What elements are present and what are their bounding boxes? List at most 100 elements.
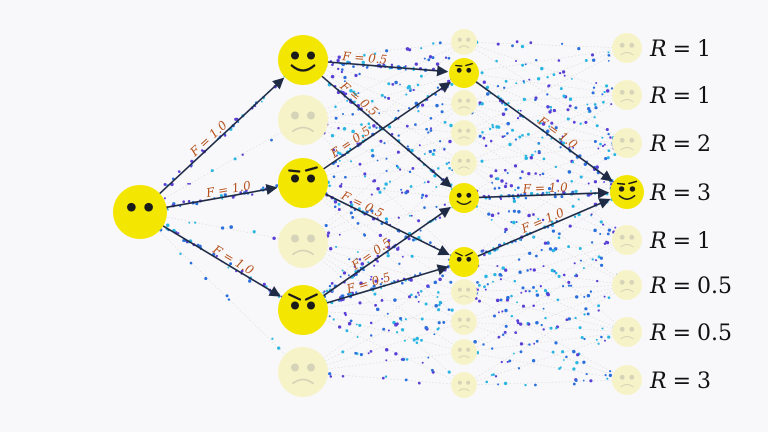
flow-particle (428, 55, 433, 59)
flow-particle (195, 202, 199, 206)
flow-particle (528, 251, 532, 256)
faint-edge (139, 211, 304, 373)
flow-particle (557, 236, 561, 240)
flow-particle (540, 323, 543, 327)
flow-particle (587, 107, 591, 111)
flow-particle (405, 358, 409, 361)
flow-particle (500, 179, 504, 183)
flow-particle (595, 165, 599, 169)
faint-edge (463, 239, 628, 293)
flow-particle (518, 135, 522, 139)
faint-edge (463, 197, 628, 241)
flow-particle (519, 322, 523, 326)
flow-particle (344, 175, 347, 179)
reward-label-7: R=3 (649, 369, 711, 394)
flow-edge-root-to-l1-2 (166, 183, 278, 209)
flow-particle (507, 210, 511, 213)
flow-particle (400, 319, 403, 322)
flow-particle (187, 199, 191, 203)
flow-particle (550, 220, 554, 224)
flow-particle (336, 164, 340, 168)
flow-particle (572, 146, 575, 149)
flow-label-l2-1-to-leaf-3: F = 1.0 (535, 113, 581, 152)
flow-particle (386, 254, 390, 258)
flow-particle (501, 333, 505, 336)
flow-particle (380, 93, 384, 97)
flow-particle (587, 111, 590, 113)
flow-particle (441, 103, 444, 106)
flow-particle (378, 190, 382, 194)
flow-particle (592, 86, 596, 89)
flow-particle (506, 295, 510, 300)
face-leaf-7-faded (612, 365, 642, 395)
flow-particle (608, 373, 613, 378)
flow-particle (427, 356, 430, 359)
flow-particle (358, 72, 361, 76)
flow-particle (361, 60, 365, 65)
flow-particle (333, 205, 337, 209)
flow-particle (443, 120, 447, 124)
flow-particle (570, 77, 573, 80)
flow-particle (485, 92, 490, 96)
flow-particle (332, 318, 335, 321)
flow-particle (417, 219, 421, 223)
flow-particle (563, 74, 566, 77)
flow-particle (551, 350, 555, 354)
flow-particle (398, 168, 402, 171)
flow-particle (443, 203, 446, 206)
flow-particle (227, 298, 231, 301)
flow-particle (490, 218, 493, 221)
flow-particle (542, 307, 545, 310)
flow-particle (227, 266, 230, 269)
flow-particle (610, 87, 614, 90)
flow-particle (535, 293, 540, 297)
flow-particle (579, 259, 583, 262)
flow-particle (338, 233, 341, 236)
flow-particle (382, 327, 386, 331)
flow-particle (556, 298, 560, 302)
face-l2-4-faded (451, 150, 477, 176)
flow-particle (432, 42, 435, 45)
flow-particle (421, 193, 425, 197)
flow-particle (561, 70, 566, 74)
flow-particle (416, 83, 420, 87)
face-l2-6 (449, 247, 479, 277)
flow-particle (355, 323, 358, 326)
flow-particle (428, 149, 432, 154)
faint-edge (302, 291, 465, 311)
flow-particle (526, 269, 529, 272)
flow-particle (510, 128, 515, 132)
flow-particle (535, 289, 538, 293)
flow-particle (521, 170, 524, 174)
flow-particle (369, 334, 373, 337)
face-l2-0-faded (451, 29, 477, 55)
flow-particle (420, 317, 424, 321)
flow-particle (557, 274, 561, 278)
flow-particle (500, 360, 503, 364)
flow-particle (332, 175, 336, 179)
flow-particle (607, 149, 611, 153)
flow-particle (337, 325, 342, 329)
flow-particle (546, 93, 549, 96)
flow-particle (597, 309, 600, 312)
flow-particle (435, 62, 440, 66)
flow-particle (341, 350, 345, 354)
flow-particle (336, 58, 340, 63)
flow-particle (410, 148, 414, 153)
flow-particle (391, 83, 395, 86)
flow-particle (163, 182, 167, 187)
flow-particle (519, 350, 523, 354)
flow-particle (448, 161, 450, 164)
flow-particle (558, 232, 561, 236)
flow-particle (609, 136, 612, 139)
flow-particle (606, 156, 610, 160)
flow-particle (337, 202, 341, 206)
face-leaf-3 (610, 175, 644, 209)
flow-particle (346, 99, 349, 102)
flow-particle (424, 194, 428, 198)
flow-particle (610, 103, 613, 106)
flow-particle (371, 99, 374, 103)
flow-edge-l2-1-to-leaf-3 (475, 81, 613, 182)
flow-particle (535, 254, 538, 258)
flow-particle (603, 143, 606, 146)
